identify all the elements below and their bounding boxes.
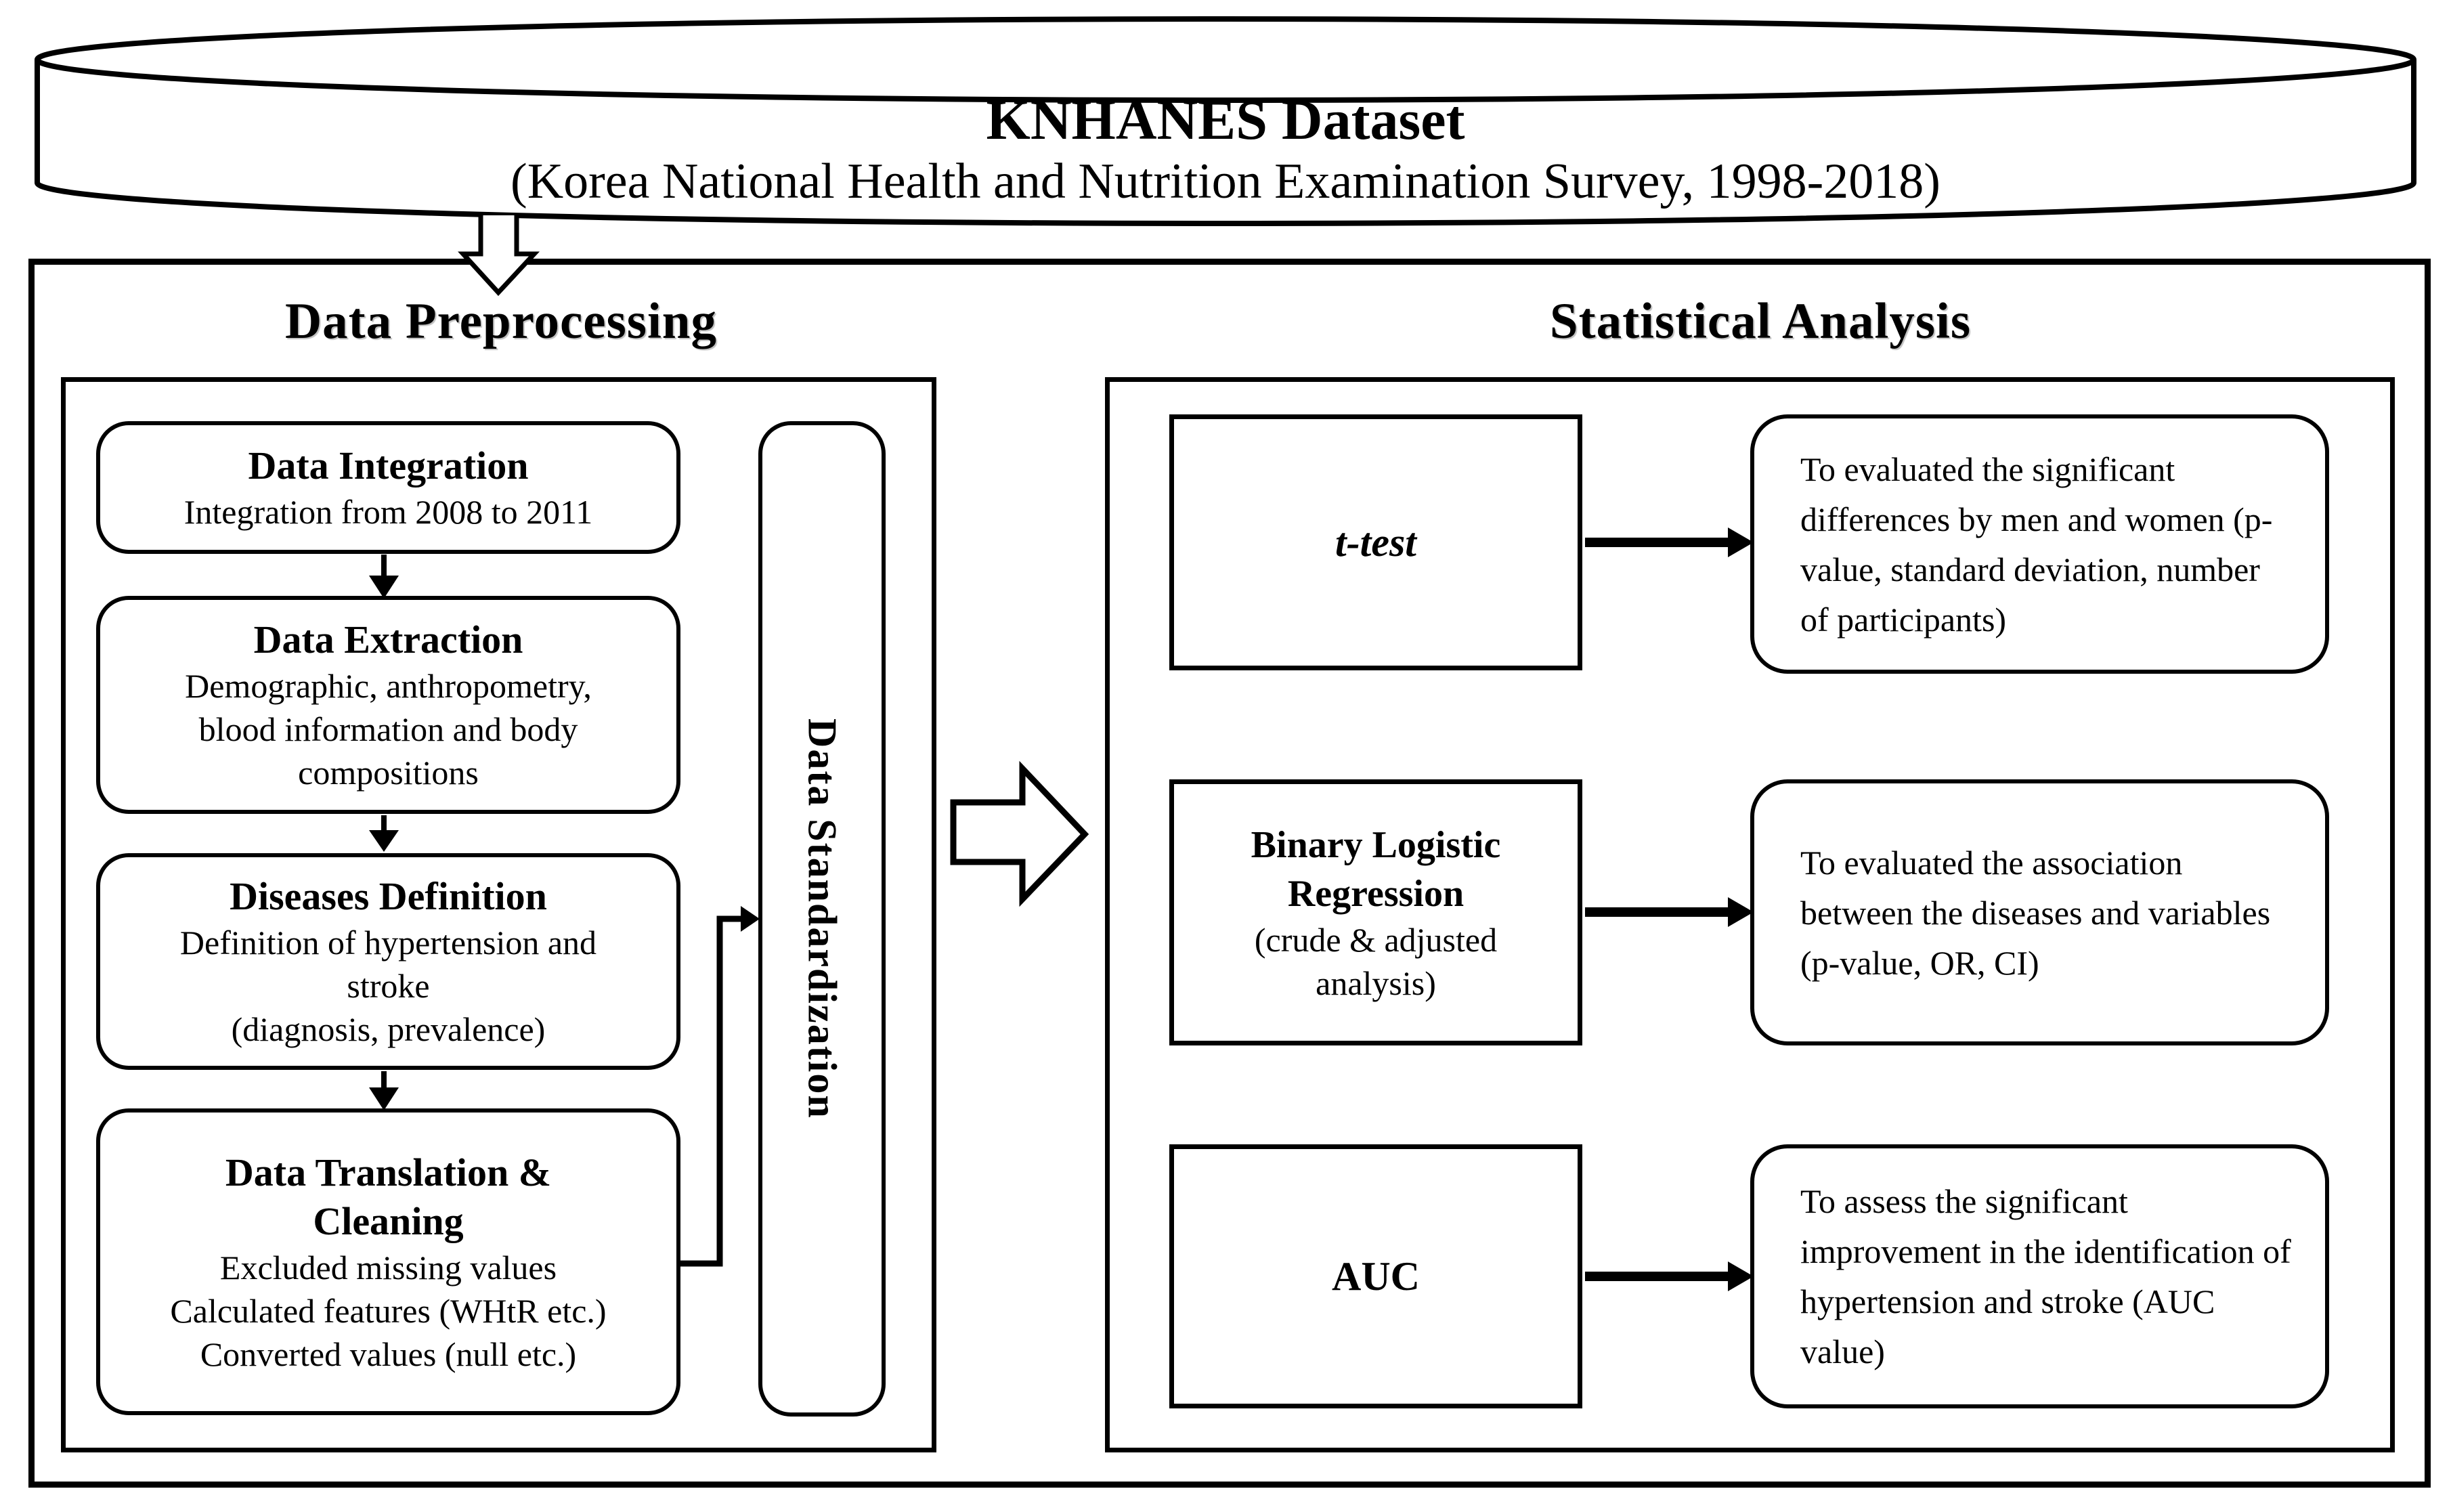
step-line: Calculated features (WHtR etc.): [170, 1291, 607, 1330]
preprocessing-frame: [61, 377, 936, 1452]
step-box-data-extraction: Data Extraction Demographic, anthropomet…: [96, 596, 680, 814]
dataset-title: KNHANES Dataset: [986, 89, 1465, 152]
step-box-data-translation-cleaning: Data Translation & Cleaning Excluded mis…: [96, 1108, 680, 1415]
step-line: stroke: [347, 967, 430, 1005]
method-label: Binary Logistic Regression: [1251, 823, 1501, 915]
step-title: Data Integration: [248, 444, 529, 488]
analysis-frame: [1105, 377, 2395, 1452]
step-title: Data Translation & Cleaning: [225, 1150, 552, 1243]
step-box-diseases-definition: Diseases Definition Definition of hypert…: [96, 853, 680, 1070]
outer-frame: [28, 259, 2431, 1488]
step-line: Definition of hypertension and: [179, 924, 597, 962]
step-line: Converted values (null etc.): [200, 1335, 577, 1373]
analysis-title: Statistical Analysis: [1549, 293, 1972, 349]
step-title: Diseases Definition: [230, 874, 547, 918]
result-box-binary-logistic-regression: To evaluated the association between the…: [1750, 779, 2329, 1045]
method-box-auc: AUC: [1169, 1144, 1582, 1408]
method-sublabel: (crude & adjusted analysis): [1254, 920, 1498, 1002]
result-text: To evaluated the significant differences…: [1800, 450, 2273, 639]
method-label: AUC: [1332, 1254, 1420, 1299]
step-line: compositions: [298, 754, 479, 792]
method-label: t-test: [1335, 520, 1416, 565]
step-line: (diagnosis, prevalence): [231, 1010, 546, 1048]
dataset-subtitle: (Korea National Health and Nutrition Exa…: [511, 154, 1940, 209]
standardization-box: Data Standardization: [758, 421, 886, 1417]
result-text: To assess the significant improvement in…: [1800, 1182, 2291, 1370]
step-box-data-integration: Data Integration Integration from 2008 t…: [96, 421, 680, 554]
dataset-cylinder-shape: [35, 16, 2416, 226]
method-box-binary-logistic-regression: Binary Logistic Regression (crude & adju…: [1169, 779, 1582, 1045]
step-line: Integration from 2008 to 2011: [183, 493, 593, 531]
standardization-label: Data Standardization: [800, 718, 845, 1119]
step-line: blood information and body: [198, 710, 578, 748]
preprocessing-title: Data Preprocessing: [284, 293, 718, 349]
step-line: Demographic, anthropometry,: [185, 667, 592, 705]
method-box-t-test: t-test: [1169, 414, 1582, 670]
step-title: Data Extraction: [253, 618, 523, 662]
result-text: To evaluated the association between the…: [1800, 843, 2271, 982]
result-box-t-test: To evaluated the significant differences…: [1750, 414, 2329, 674]
result-box-auc: To assess the significant improvement in…: [1750, 1144, 2329, 1408]
step-line: Excluded missing values: [219, 1248, 557, 1287]
